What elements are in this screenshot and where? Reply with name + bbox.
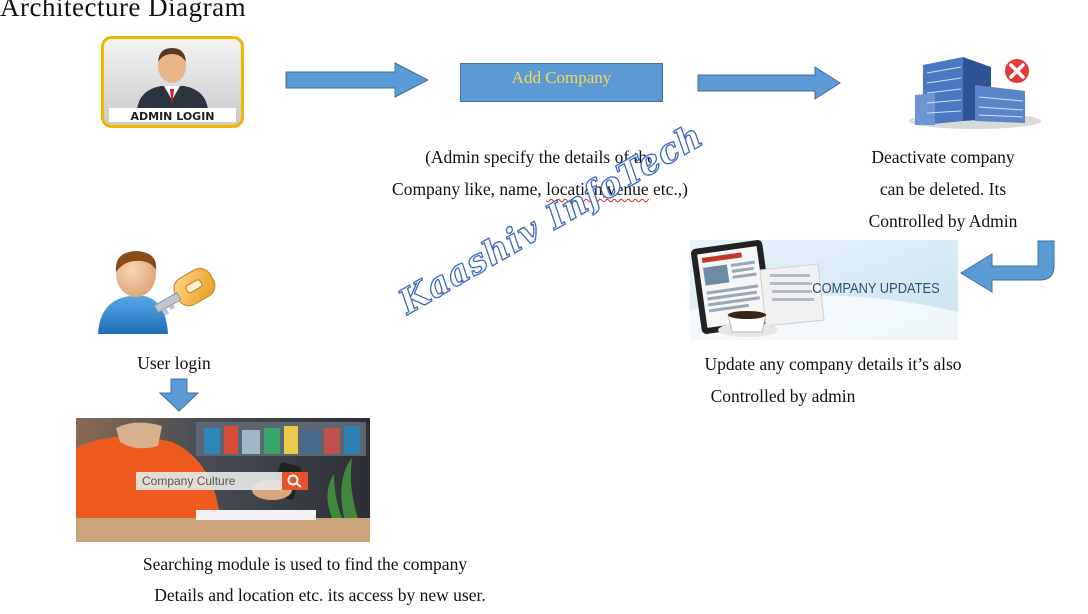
arrow-curved-left — [958, 240, 1058, 296]
close-icon — [1003, 57, 1031, 85]
update-caption-line-1: Update any company details it’s also — [704, 354, 962, 374]
update-caption: Update any company details it’s also Con… — [618, 348, 1048, 412]
arrow-right-1 — [285, 62, 430, 98]
admin-caption: (Admin specify the details of the Compan… — [300, 141, 780, 205]
admin-caption-line-2-b: location,venue — [546, 179, 649, 199]
admin-caption-line-2-a: Company like, name, — [392, 179, 547, 199]
admin-caption-line-2: Company like, name, location,venue etc.,… — [300, 173, 780, 205]
search-caption-line-1: Searching module is used to find the com… — [142, 554, 468, 574]
page-title: Architecture Diagram — [0, 0, 247, 22]
user-login-label: User login — [137, 353, 211, 373]
search-caption-line-2: Details and location etc. its access by … — [154, 585, 486, 605]
search-caption: Searching module is used to find the com… — [60, 548, 580, 611]
deactivate-caption-line-3: Controlled by Admin — [868, 211, 1018, 231]
admin-caption-line-2-c: etc.,) — [648, 179, 688, 199]
search-icon — [287, 474, 299, 486]
add-company-box: Add Company — [460, 63, 663, 102]
company-culture-image: Company Culture — [76, 418, 370, 542]
admin-login-label: ADMIN LOGIN — [130, 110, 214, 123]
search-bar-text: Company Culture — [142, 474, 236, 488]
company-updates-image: COMPANY UPDATES — [690, 240, 958, 340]
arrow-down — [158, 378, 200, 412]
admin-login-image: ADMIN LOGIN — [101, 36, 244, 128]
deactivate-caption-line-2: can be deleted. Its — [879, 179, 1007, 199]
admin-caption-line-1: (Admin specify the details of the — [425, 147, 655, 167]
update-caption-line-2: Controlled by admin — [710, 386, 856, 406]
deactivate-building-image — [905, 55, 1045, 131]
deactivate-caption-line-1: Deactivate company — [871, 147, 1015, 167]
deactivate-caption: Deactivate company can be deleted. Its C… — [818, 141, 1068, 237]
arrow-right-2 — [697, 66, 842, 100]
company-updates-label: COMPANY UPDATES — [812, 279, 939, 296]
user-key-icon — [96, 248, 224, 336]
